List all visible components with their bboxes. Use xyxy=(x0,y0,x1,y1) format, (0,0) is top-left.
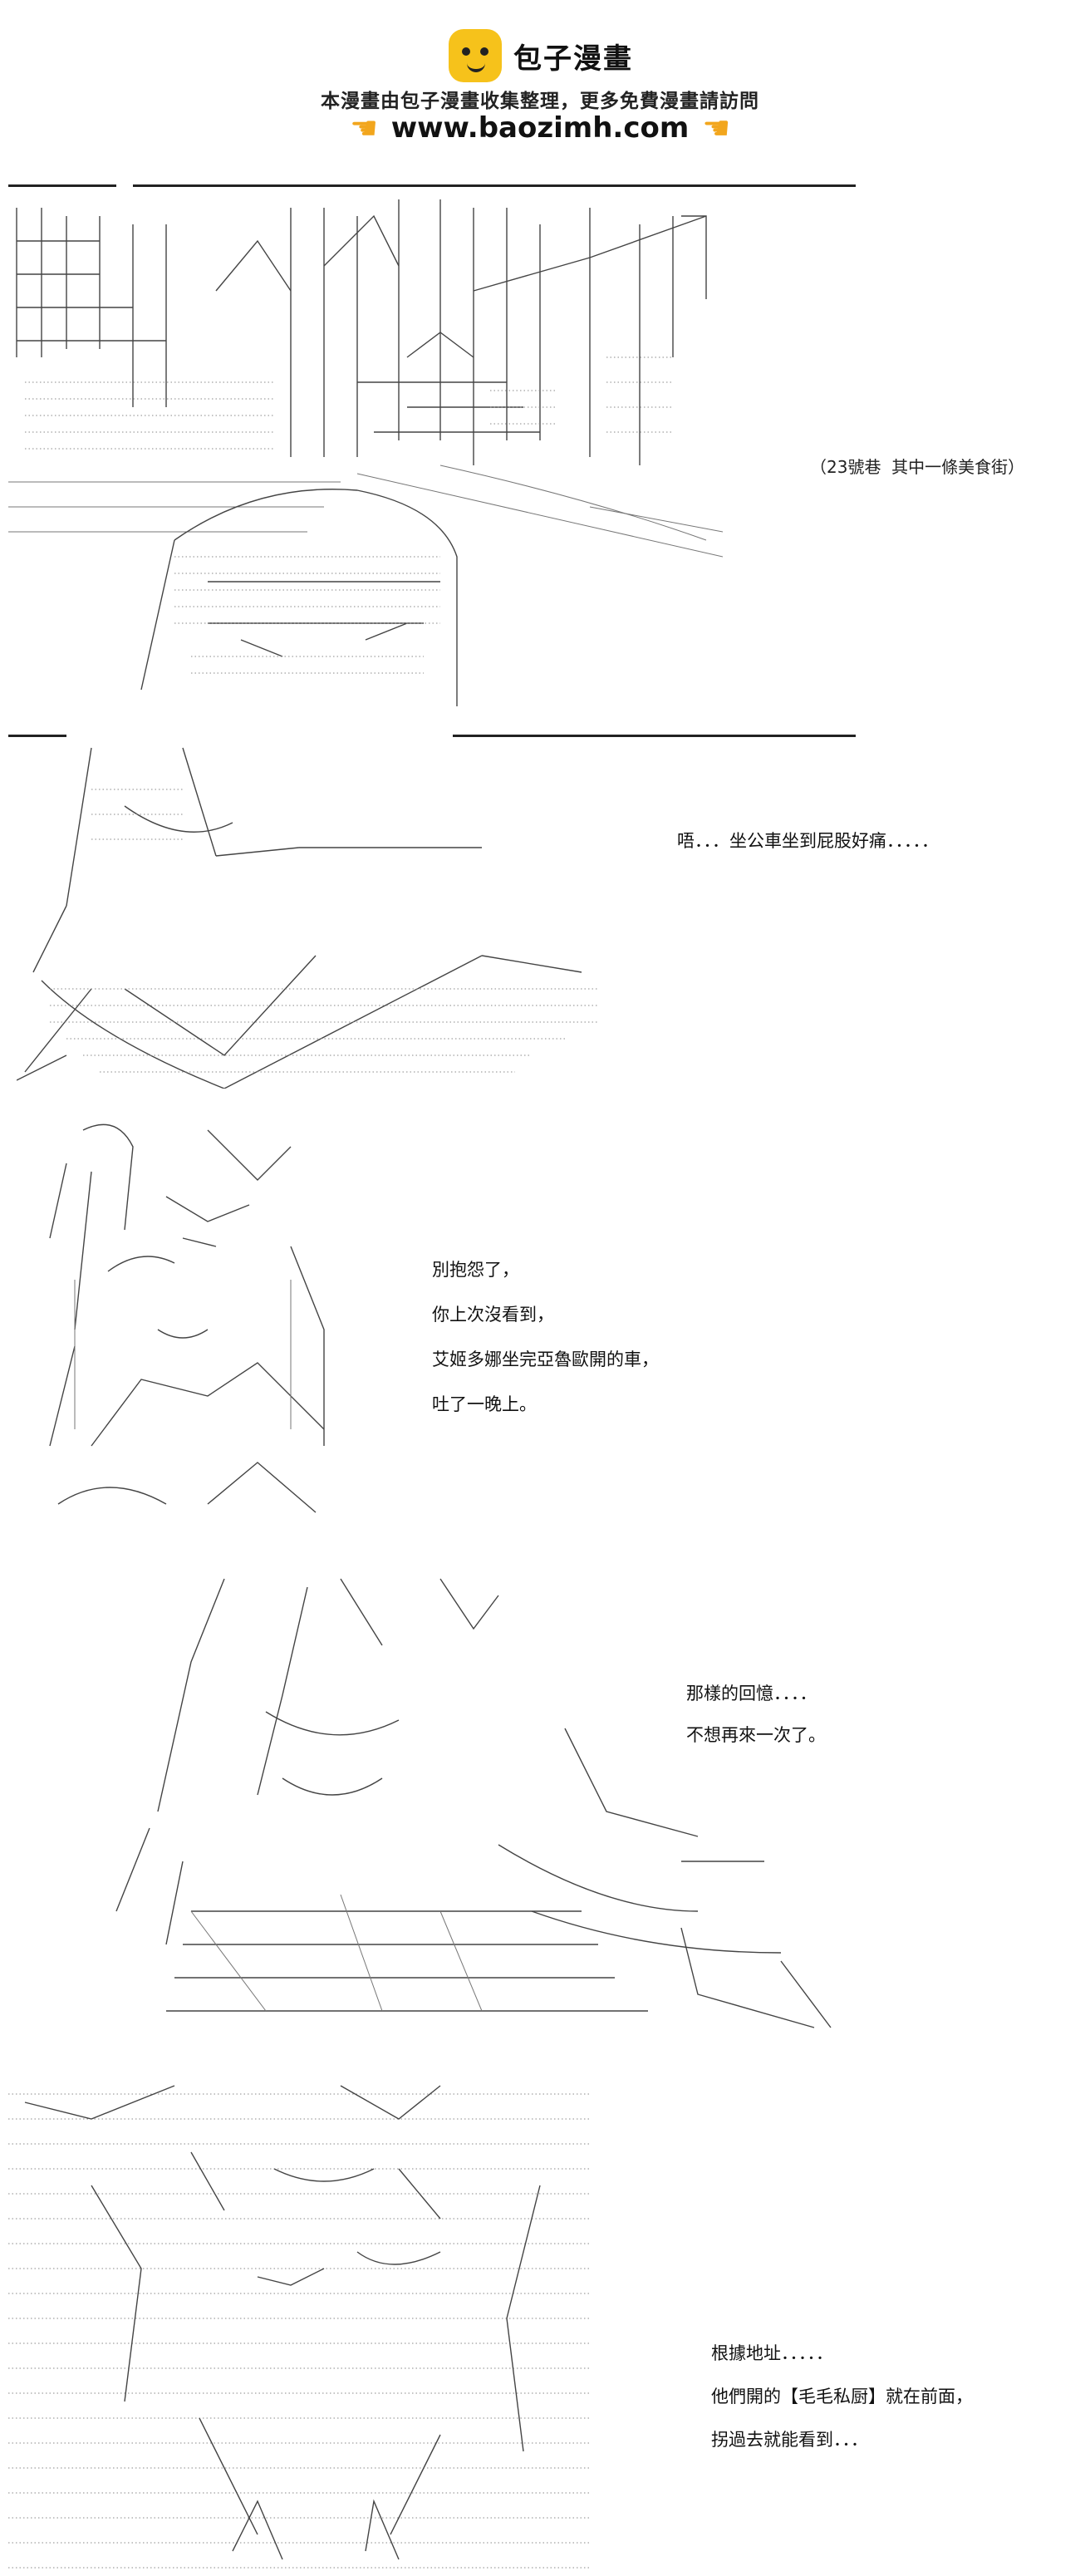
site-url-link[interactable]: www.baozimh.com xyxy=(390,111,690,145)
panel-divider-rule xyxy=(453,735,856,737)
panel-caption: 根據地址．．．．． xyxy=(711,2343,833,2363)
panel-top-rule xyxy=(8,184,116,187)
panel-caption: 你上次沒看到， xyxy=(432,1305,554,1325)
girl-talking-art xyxy=(42,1113,357,1529)
pointing-hand-icon: ☛ xyxy=(349,110,378,146)
site-url-row: ☛ www.baozimh.com ☚ xyxy=(0,110,1080,146)
panel-divider-rule xyxy=(8,735,66,737)
site-logo[interactable]: 包子漫畫 xyxy=(449,27,633,85)
panel-caption: 艾姬多娜坐完亞魯歐開的車， xyxy=(432,1349,659,1369)
panel-top-rule xyxy=(133,184,856,187)
site-watermark-header: 包子漫畫 本漫畫由包子漫畫收集整理，更多免費漫畫請訪問 ☛ www.baozim… xyxy=(0,0,1080,158)
panel-caption: 他們開的【毛毛私厨】就在前面， xyxy=(711,2387,973,2406)
site-name: 包子漫畫 xyxy=(513,42,633,76)
bun-face-logo-icon xyxy=(449,29,502,82)
panel-caption: 吐了一晚上。 xyxy=(432,1394,537,1414)
panel-caption: 那樣的回憶．．．． xyxy=(686,1684,817,1703)
long-hair-character-art xyxy=(66,1562,864,2044)
street-scene-art xyxy=(8,191,723,740)
panel-caption: 不想再來一次了。 xyxy=(686,1725,826,1745)
watermark-notice: 本漫畫由包子漫畫收集整理，更多免費漫畫請訪問 xyxy=(321,91,759,112)
panel-caption: 拐過去就能看到．．． xyxy=(711,2430,868,2450)
panel-caption: （23號巷 其中一條美食街） xyxy=(810,457,1025,477)
sitting-character-art xyxy=(17,740,631,1089)
panel-caption: 別抱怨了， xyxy=(432,1260,519,1280)
pointing-hand-icon: ☚ xyxy=(702,110,731,146)
dotted-character-art xyxy=(8,2069,606,2576)
panel-caption: 唔．．．坐公車坐到屁股好痛．．．．． xyxy=(677,831,939,851)
